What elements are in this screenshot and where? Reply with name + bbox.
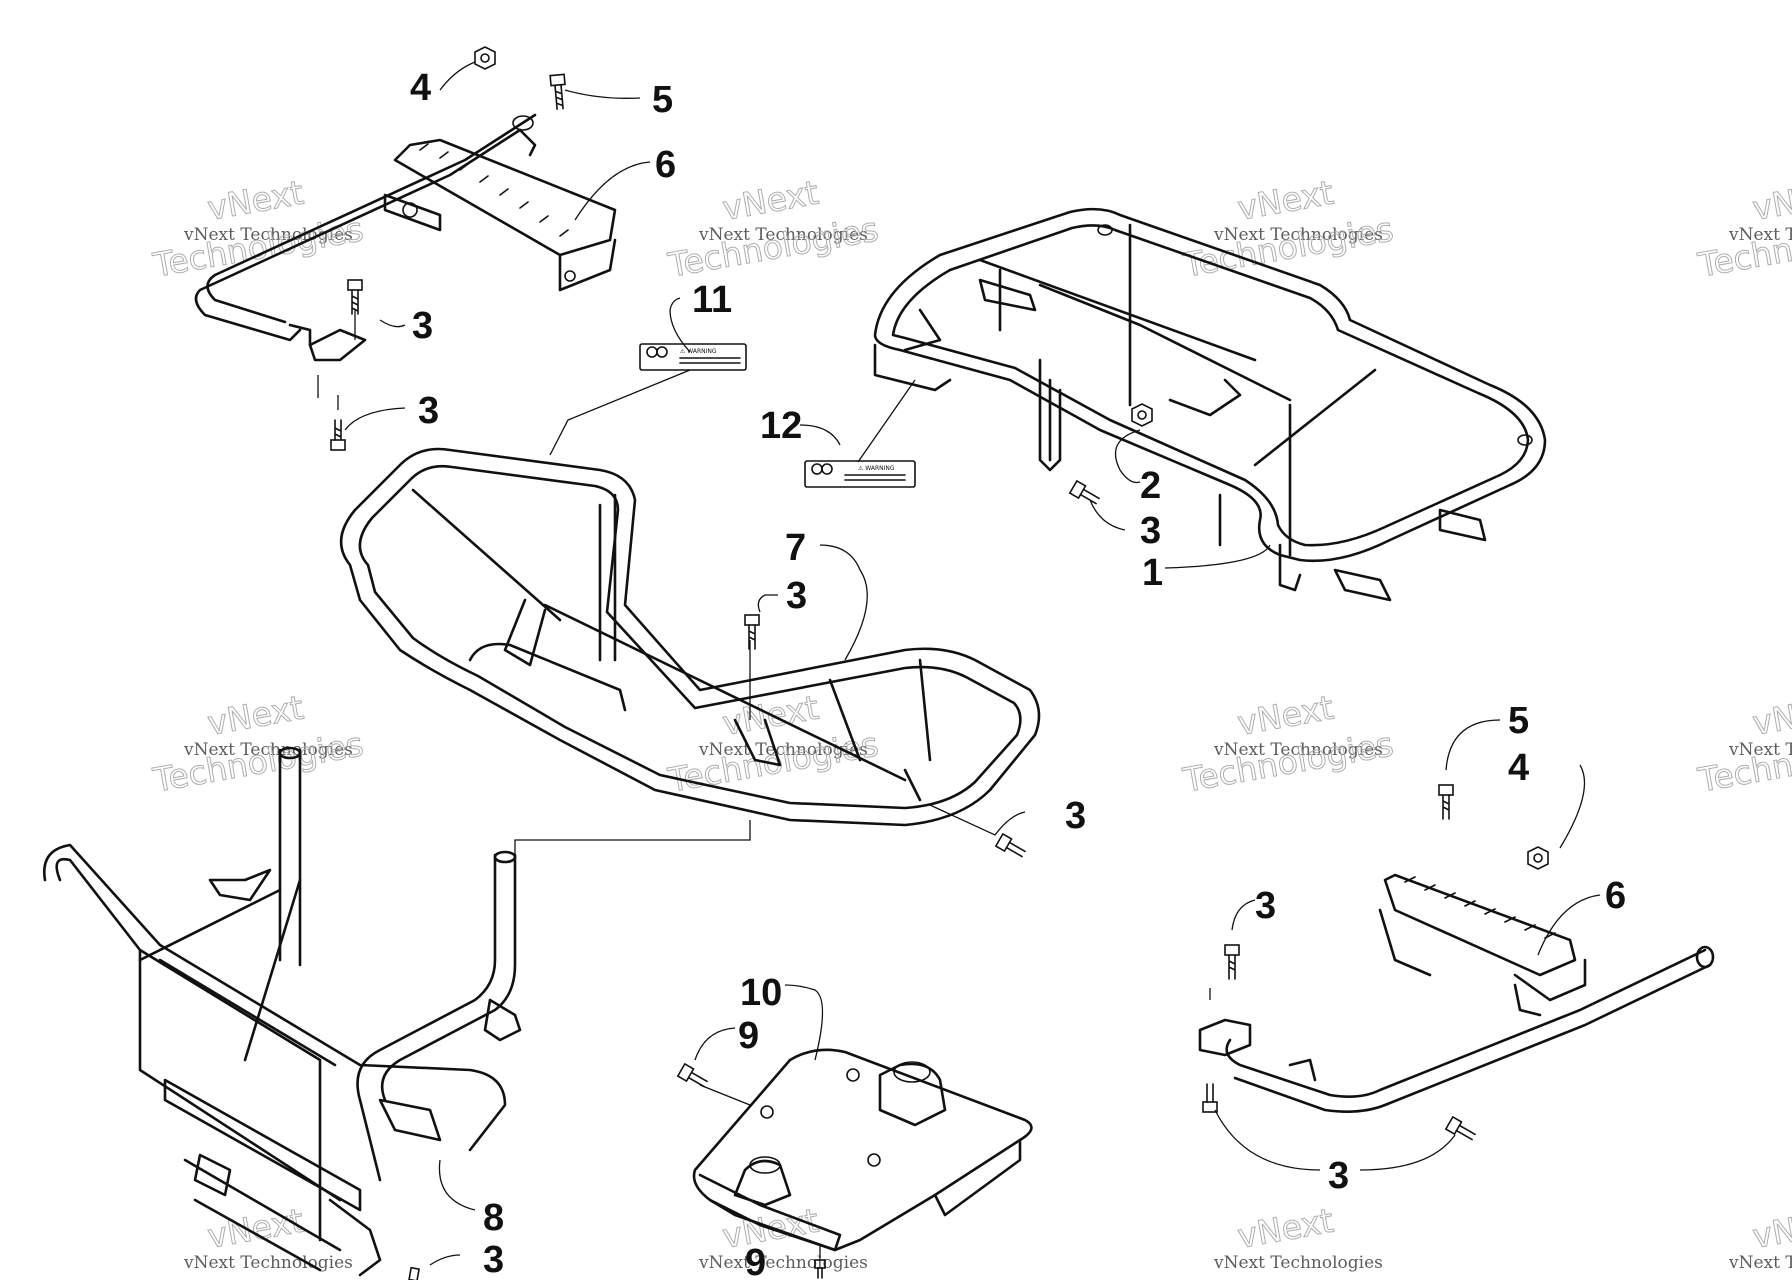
callout-3: 3: [412, 305, 433, 347]
callout-8: 8: [483, 1197, 504, 1239]
watermark: vNext vNext Technologies: [698, 1200, 868, 1273]
watermark: vNext vNext Technologies: [183, 1200, 353, 1273]
callout-9: 9: [738, 1015, 759, 1057]
bolt: [549, 73, 566, 110]
svg-text:vNext: vNext: [1235, 688, 1337, 743]
watermark: vNext vNext Technologies Technologies: [1694, 172, 1792, 285]
watermark: vNext vNext Technologies Technologies: [1179, 172, 1397, 285]
svg-text:Technologies: Technologies: [1180, 724, 1397, 799]
nut: [474, 46, 496, 70]
svg-text:vNext Technologies: vNext Technologies: [183, 1253, 353, 1273]
rear-rack: [873, 207, 1547, 602]
callout-6: 6: [1605, 875, 1626, 917]
svg-text:vNext: vNext: [1750, 173, 1792, 228]
callout-4: 4: [410, 67, 431, 109]
svg-text:vNext: vNext: [205, 1201, 307, 1256]
watermark: vNext vNext Technologies Technologies: [664, 172, 882, 285]
svg-text:vNext Technologies: vNext Technologies: [1728, 225, 1792, 245]
callout-1: 1: [1142, 552, 1163, 594]
bolt: [1438, 784, 1454, 820]
svg-text:vNext: vNext: [205, 173, 307, 228]
svg-text:vNext Technologies: vNext Technologies: [1213, 225, 1383, 245]
callout-11: 11: [692, 279, 732, 321]
bolt: [1202, 1083, 1218, 1113]
warning-decal-12: ⚠ WARNING: [804, 460, 916, 488]
svg-text:vNext Technologies: vNext Technologies: [698, 740, 868, 760]
callout-3: 3: [1255, 885, 1276, 927]
bolt: [814, 1259, 826, 1279]
bolt: [1224, 944, 1240, 980]
callout-5: 5: [652, 79, 673, 121]
svg-text:Technologies: Technologies: [665, 724, 882, 799]
svg-text:Technologies: Technologies: [150, 724, 367, 799]
nut: [1131, 403, 1153, 427]
watermark: vNext vNext Technologies: [1728, 1200, 1792, 1273]
svg-text:vNext Technologies: vNext Technologies: [1213, 1253, 1383, 1273]
watermark: vNext vNext Technologies Technologies: [149, 687, 367, 800]
nut: [1527, 846, 1549, 870]
svg-text:vNext Technologies: vNext Technologies: [183, 740, 353, 760]
watermark: vNext vNext Technologies Technologies: [1179, 687, 1397, 800]
callout-5: 5: [1508, 700, 1529, 742]
svg-text:Technologies: Technologies: [665, 209, 882, 284]
callout-10: 10: [740, 972, 782, 1014]
bolt: [1444, 1115, 1476, 1141]
warning-decal-11: ⚠ WARNING: [639, 343, 747, 371]
callout-3: 3: [418, 390, 439, 432]
bolt: [330, 419, 346, 451]
hardware: [330, 46, 1549, 1280]
bolt: [744, 614, 760, 650]
callout-3: 3: [483, 1239, 504, 1280]
callout-3: 3: [786, 575, 807, 617]
footrest-top-left: [194, 113, 617, 362]
svg-text:vNext: vNext: [1750, 1201, 1792, 1256]
decal-12-heading: ⚠ WARNING: [858, 465, 895, 472]
svg-text:vNext Technologies: vNext Technologies: [1728, 1253, 1792, 1273]
bolt: [347, 279, 363, 315]
callout-9: 9: [745, 1242, 766, 1280]
svg-text:vNext Technologies: vNext Technologies: [1728, 740, 1792, 760]
svg-text:vNext: vNext: [1235, 173, 1337, 228]
callout-6: 6: [655, 144, 676, 186]
svg-text:vNext Technologies: vNext Technologies: [1213, 740, 1383, 760]
watermark: vNext vNext Technologies: [1213, 1200, 1383, 1273]
bolt: [994, 832, 1026, 858]
svg-text:vNext: vNext: [720, 173, 822, 228]
watermark: vNext vNext Technologies Technologies: [1694, 687, 1792, 800]
front-rack: [339, 447, 1041, 827]
callout-3: 3: [1140, 510, 1161, 552]
callout-3: 3: [1065, 795, 1086, 837]
svg-text:vNext Technologies: vNext Technologies: [698, 225, 868, 245]
svg-text:vNext: vNext: [1750, 688, 1792, 743]
callout-4: 4: [1508, 747, 1529, 789]
svg-text:vNext: vNext: [205, 688, 307, 743]
callouts: 4 5 6 3 3 11 12 2 3 1 7 3 3 5 4 3 6 3 10…: [410, 67, 1626, 1280]
watermarks: vNext vNext Technologies Technologies vN…: [149, 172, 1792, 1273]
front-bumper: [42, 746, 522, 1277]
bolt: [408, 1266, 420, 1280]
bolt: [1068, 479, 1100, 505]
footrest-bottom-right: [1198, 873, 1715, 1113]
svg-text:vNext: vNext: [1235, 1201, 1337, 1256]
callout-2: 2: [1140, 465, 1161, 507]
leader-lines: [317, 61, 1601, 1266]
svg-text:vNext Technologies: vNext Technologies: [698, 1253, 868, 1273]
callout-7: 7: [785, 527, 806, 569]
callout-12: 12: [760, 405, 802, 447]
callout-3: 3: [1328, 1155, 1349, 1197]
decal-11-heading: ⚠ WARNING: [680, 348, 717, 355]
